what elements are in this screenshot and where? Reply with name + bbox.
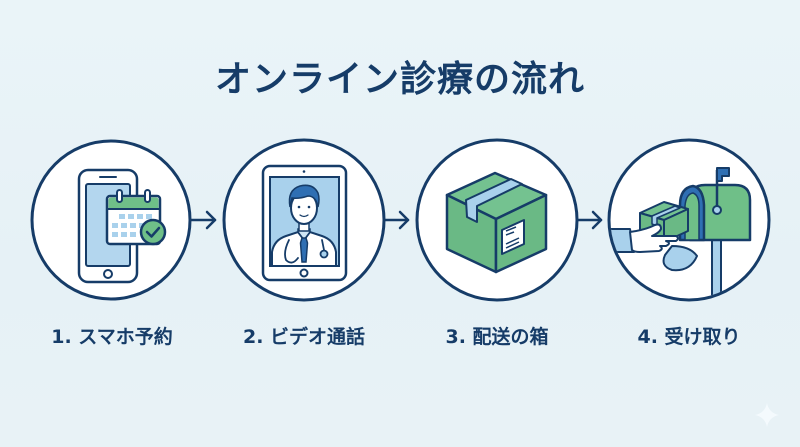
step-1-label: 1. スマホ予約 [51, 326, 173, 348]
tablet-doctor-video-call-icon [261, 164, 348, 282]
calendar-ring-right [144, 189, 151, 203]
box-shipping-label [501, 219, 525, 255]
hand-mailbox-receive-icon [610, 167, 752, 299]
step-1 [30, 139, 192, 301]
check-badge [139, 218, 167, 246]
doctor-tie [299, 237, 309, 263]
package-right [663, 208, 689, 243]
smartphone-home-button [103, 269, 113, 279]
checkmark-icon [145, 226, 161, 238]
sleeve [610, 228, 635, 253]
step-4-circle [607, 138, 771, 302]
step-2 [222, 138, 386, 302]
shipping-label-lines [505, 226, 520, 249]
box-tape [465, 178, 523, 223]
doctor-eye-right [307, 205, 311, 209]
page-title: オンライン診療の流れ [214, 59, 585, 100]
step-3-label: 3. 配送の箱 [445, 326, 549, 348]
tablet-camera [302, 170, 306, 173]
mailbox-post [711, 237, 722, 299]
step-2-label: 2. ビデオ通話 [242, 326, 366, 348]
doctor-hair [288, 184, 320, 208]
mailbox-flag [716, 167, 730, 182]
step-4-label: 4. 受け取り [637, 326, 741, 348]
step-3 [415, 138, 579, 302]
calendar-ring-left [116, 189, 123, 203]
arrow-right-icon [575, 210, 603, 230]
tablet-home-button [299, 268, 309, 278]
sparkle-icon [755, 403, 779, 427]
doctor-avatar [271, 184, 337, 267]
package-tape [651, 205, 681, 227]
stethoscope-chestpiece [319, 249, 329, 259]
mailbox-door [662, 245, 698, 272]
smartphone-calendar-check-icon [77, 168, 167, 284]
doctor-eye-left [297, 205, 301, 209]
mailbox-flag-pivot [712, 205, 722, 215]
stethoscope-icon [284, 239, 325, 264]
arrow-right-icon [189, 210, 217, 230]
hand-icon [629, 223, 679, 253]
arrow-right-icon [382, 210, 410, 230]
step-4 [607, 138, 771, 302]
doctor-mouth [299, 214, 309, 218]
shipping-box-icon [445, 171, 548, 274]
